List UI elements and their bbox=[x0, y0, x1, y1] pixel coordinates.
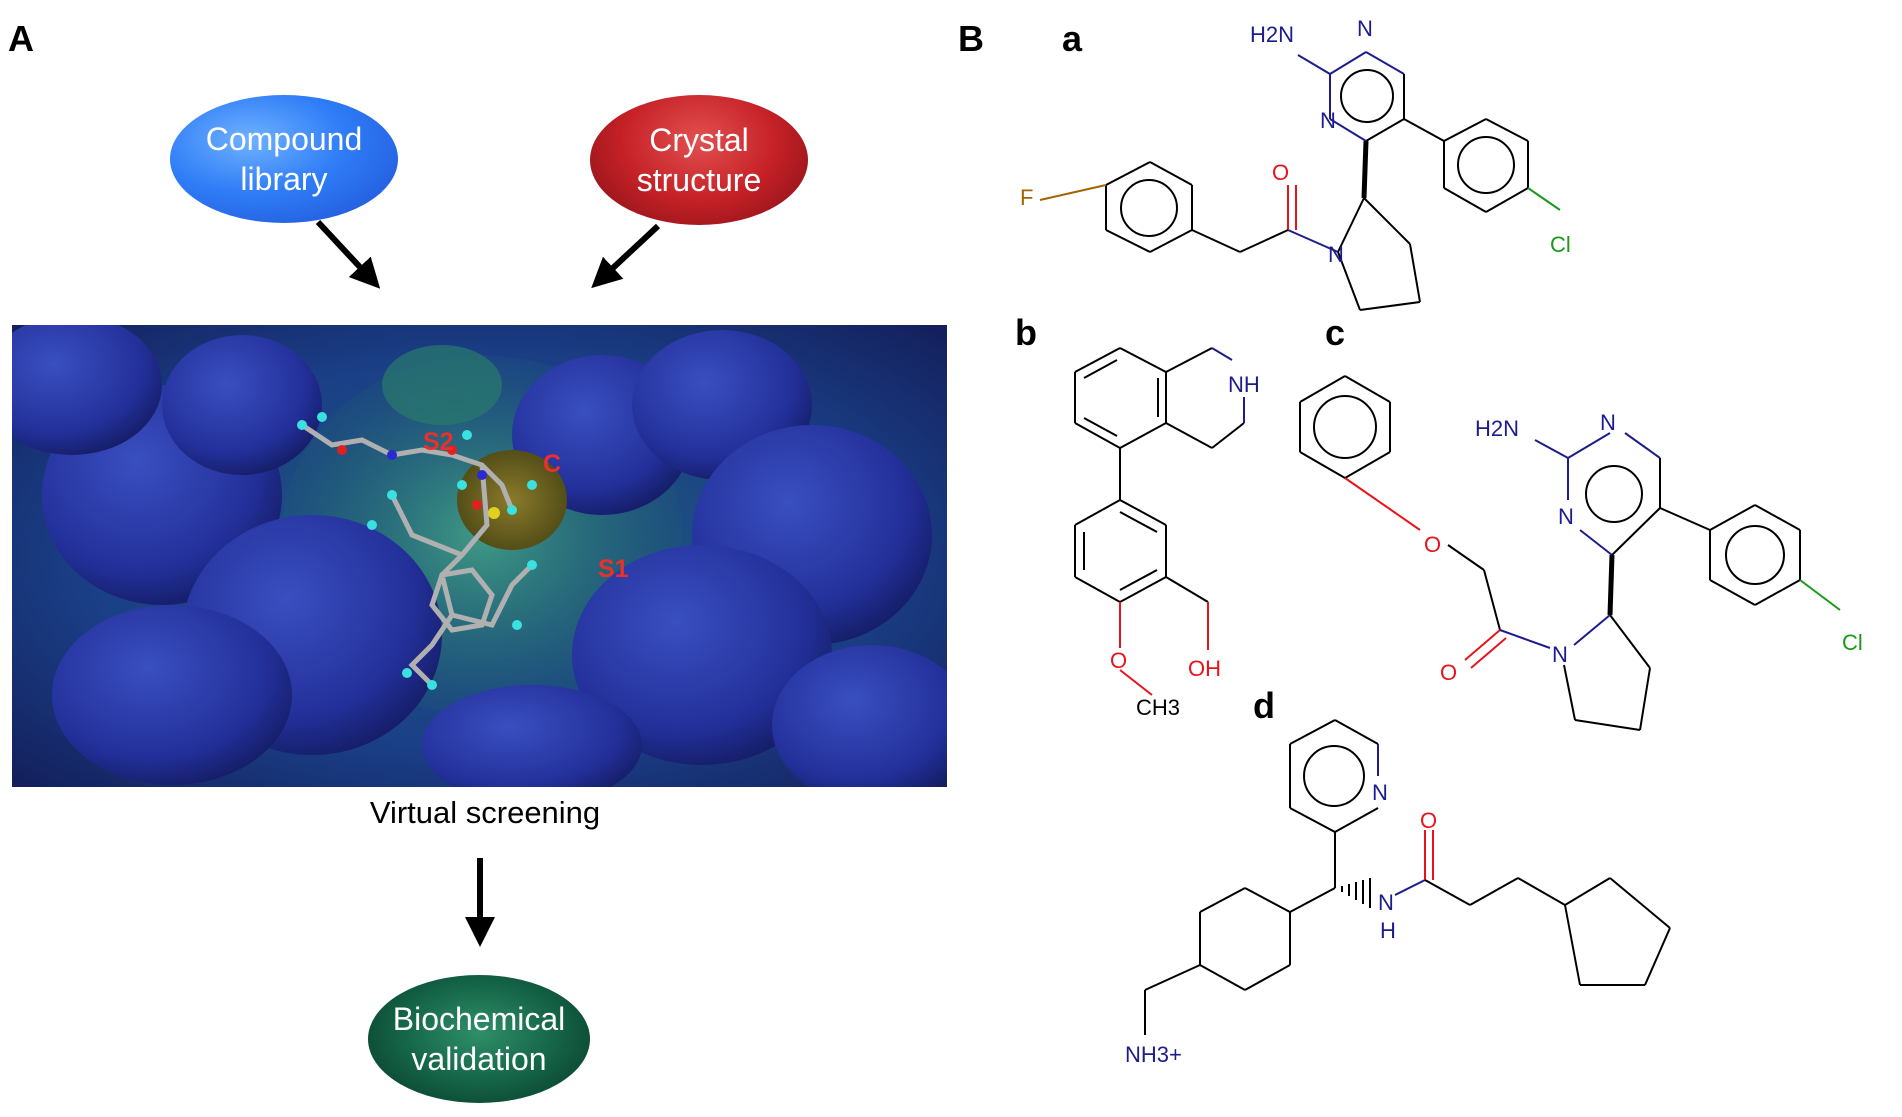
biochemical-validation-node: Biochemical validation bbox=[368, 975, 590, 1103]
c-n1: N bbox=[1600, 410, 1616, 435]
d-n-amide: N bbox=[1378, 890, 1394, 915]
compound-library-line1: Compound bbox=[205, 121, 363, 157]
compound-library-line2: library bbox=[240, 161, 328, 197]
compound-d-label: d bbox=[1253, 685, 1275, 726]
compound-b bbox=[1074, 347, 1245, 696]
c-cl: Cl bbox=[1842, 630, 1863, 655]
panel-b-label: B bbox=[958, 18, 984, 59]
compound-a-label: a bbox=[1062, 18, 1083, 59]
c-label: C bbox=[543, 450, 562, 478]
crystal-structure-line2: structure bbox=[636, 162, 762, 198]
a-cl: Cl bbox=[1550, 232, 1571, 257]
protein-surface-image bbox=[12, 325, 947, 787]
biochemical-validation-line2: validation bbox=[411, 1041, 547, 1077]
crystal-structure-line1: Crystal bbox=[649, 122, 749, 158]
c-n3: N bbox=[1552, 642, 1568, 667]
a-n2: N bbox=[1320, 108, 1336, 133]
crystal-structure-node: Crystal structure bbox=[590, 95, 808, 225]
d-h: H bbox=[1380, 918, 1396, 943]
c-n2: N bbox=[1558, 504, 1574, 529]
d-n-pyr: N bbox=[1372, 780, 1388, 805]
b-oh: OH bbox=[1188, 656, 1221, 681]
compound-c bbox=[1299, 375, 1841, 731]
a-f: F bbox=[1020, 185, 1033, 210]
d-nh3: NH3+ bbox=[1125, 1042, 1182, 1067]
panel-a-label: A bbox=[8, 18, 34, 59]
c-o1: O bbox=[1424, 532, 1441, 557]
compound-c-label: c bbox=[1325, 312, 1346, 353]
virtual-screening-caption: Virtual screening bbox=[369, 795, 601, 830]
b-ch3: CH3 bbox=[1136, 695, 1180, 720]
d-o: O bbox=[1420, 808, 1437, 833]
a-o: O bbox=[1272, 160, 1289, 185]
a-n3: N bbox=[1328, 242, 1344, 267]
c-nh2: H2N bbox=[1475, 416, 1519, 441]
compound-b-label: b bbox=[1015, 312, 1037, 353]
compound-a bbox=[1039, 51, 1561, 311]
arrow-compound bbox=[315, 219, 381, 289]
s1-label: S1 bbox=[598, 555, 629, 583]
s2-label: S2 bbox=[423, 428, 454, 456]
a-n1: N bbox=[1357, 16, 1373, 41]
c-o2: O bbox=[1440, 660, 1457, 685]
compound-library-node: Compound library bbox=[170, 95, 398, 223]
compound-d bbox=[1144, 719, 1671, 1035]
arrow-crystal bbox=[591, 223, 661, 289]
b-nh: NH bbox=[1228, 372, 1260, 397]
biochemical-validation-line1: Biochemical bbox=[392, 1001, 566, 1037]
b-o: O bbox=[1110, 648, 1127, 673]
a-nh2: H2N bbox=[1250, 22, 1294, 47]
